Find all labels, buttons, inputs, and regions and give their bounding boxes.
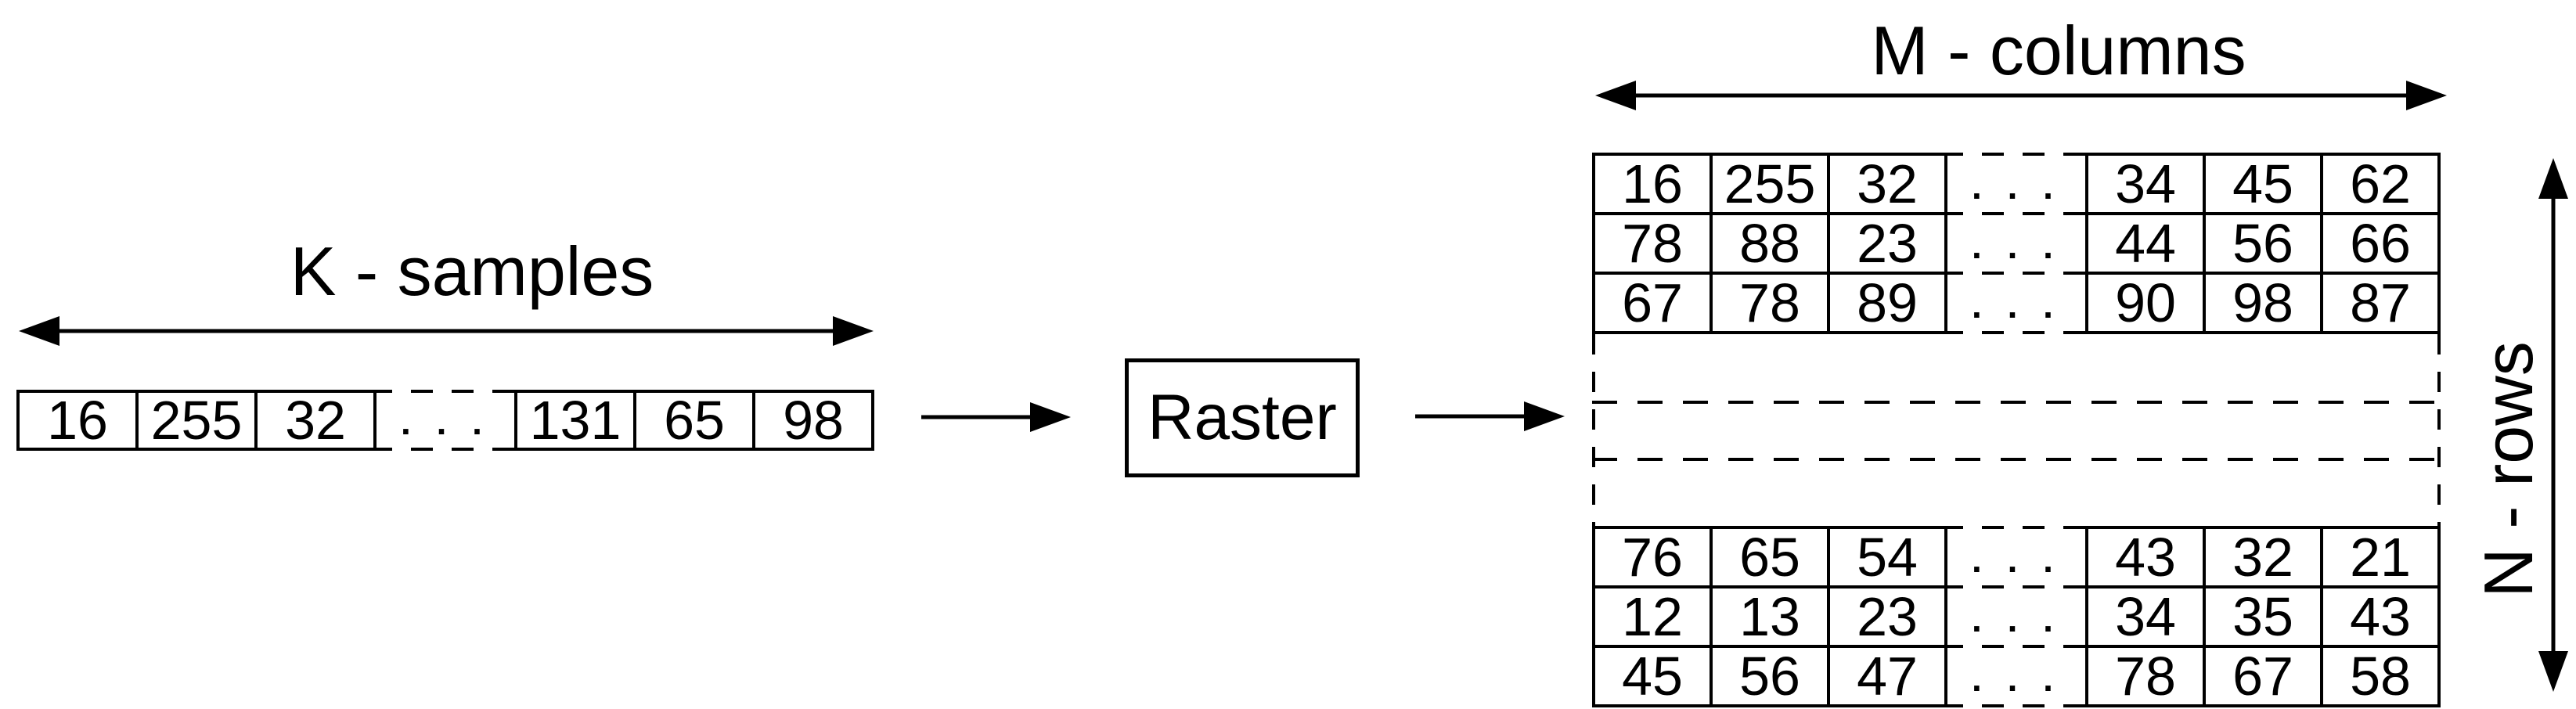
matrix-cell: 87	[2320, 272, 2441, 334]
matrix-cell: 45	[1592, 645, 1713, 707]
flow-arrow-right	[1415, 401, 1565, 431]
sample-cell: 65	[633, 390, 755, 451]
matrix-ellipsis-cell: . . .	[1941, 526, 2091, 588]
matrix-cell: 23	[1827, 585, 1947, 648]
ellipsis-dots: . . .	[1972, 658, 2061, 699]
matrix-cell: 66	[2320, 212, 2441, 275]
matrix-cell: 23	[1827, 212, 1947, 275]
ellipsis-dots: . . .	[1972, 225, 2061, 266]
matrix-row: 45 56 47 . . . 78 67 58	[1592, 645, 2441, 707]
matrix-cell: 32	[1827, 153, 1947, 215]
sample-cell: 16	[16, 390, 139, 451]
matrix-cell: 78	[1592, 212, 1713, 275]
raster-label: Raster	[1147, 382, 1337, 453]
matrix-cell: 58	[2320, 645, 2441, 707]
matrix-ellipsis-cell: . . .	[1941, 212, 2091, 275]
matrix-cell: 35	[2203, 585, 2323, 648]
ellipsis-dots: . . .	[1972, 166, 2061, 207]
ellipsis-dots: . . .	[1972, 285, 2061, 326]
matrix-cell: 78	[1710, 272, 1830, 334]
matrix-bottom-block: 76 65 54 . . . 43 32 21 12 13 23 . . . 3…	[1592, 526, 2441, 707]
m-columns-label: M - columns	[1871, 12, 2246, 89]
ellipsis-dots: . . .	[1972, 539, 2061, 580]
matrix-cell: 56	[2203, 212, 2323, 275]
k-samples-extent-arrow	[19, 316, 874, 346]
matrix-cell: 255	[1710, 153, 1830, 215]
ellipsis-dots: . . .	[1972, 599, 2061, 639]
n-rows-label: N - rows	[2470, 341, 2547, 598]
matrix-cell: 65	[1710, 526, 1830, 588]
matrix-cell: 21	[2320, 526, 2441, 588]
raster-box: Raster	[1125, 358, 1360, 477]
ellipsis-dots: . . .	[401, 401, 490, 442]
sample-cell: 255	[135, 390, 258, 451]
sample-cell: 32	[254, 390, 376, 451]
matrix-row: 16 255 32 . . . 34 45 62	[1592, 153, 2441, 215]
matrix-row: 78 88 23 . . . 44 56 66	[1592, 212, 2441, 275]
matrix-cell: 54	[1827, 526, 1947, 588]
matrix-cell: 88	[1710, 212, 1830, 275]
matrix-cell: 56	[1710, 645, 1830, 707]
sample-cell: 131	[514, 390, 636, 451]
matrix-cell: 43	[2320, 585, 2441, 648]
sample-cell: 98	[752, 390, 874, 451]
matrix-cell: 12	[1592, 585, 1713, 648]
matrix-row: 67 78 89 . . . 90 98 87	[1592, 272, 2441, 334]
matrix-cell: 90	[2085, 272, 2206, 334]
gap-dashed-line	[1592, 458, 2441, 461]
matrix-top-block: 16 255 32 . . . 34 45 62 78 88 23 . . . …	[1592, 153, 2441, 334]
matrix-ellipsis-cell: . . .	[1941, 153, 2091, 215]
matrix-cell: 78	[2085, 645, 2206, 707]
strip-ellipsis-cell: . . .	[370, 390, 521, 451]
matrix-row: 12 13 23 . . . 34 35 43	[1592, 585, 2441, 648]
sample-strip: 16 255 32 . . . 131 65 98	[16, 390, 874, 451]
matrix-cell: 44	[2085, 212, 2206, 275]
matrix-middle-gap	[1592, 334, 2441, 526]
n-rows-extent-arrow	[2538, 158, 2568, 692]
m-columns-extent-arrow	[1595, 81, 2447, 110]
matrix-ellipsis-cell: . . .	[1941, 272, 2091, 334]
matrix-ellipsis-cell: . . .	[1941, 645, 2091, 707]
matrix-row: 76 65 54 . . . 43 32 21	[1592, 526, 2441, 588]
matrix-cell: 16	[1592, 153, 1713, 215]
matrix-cell: 62	[2320, 153, 2441, 215]
flow-arrow-left	[921, 402, 1071, 432]
matrix-cell: 67	[1592, 272, 1713, 334]
k-samples-label: K - samples	[290, 232, 654, 310]
matrix-cell: 76	[1592, 526, 1713, 588]
gap-dashed-line	[1592, 401, 2441, 404]
matrix-cell: 98	[2203, 272, 2323, 334]
matrix-cell: 34	[2085, 153, 2206, 215]
matrix-cell: 34	[2085, 585, 2206, 648]
matrix-cell: 43	[2085, 526, 2206, 588]
matrix-cell: 67	[2203, 645, 2323, 707]
matrix-ellipsis-cell: . . .	[1941, 585, 2091, 648]
matrix-cell: 45	[2203, 153, 2323, 215]
matrix-cell: 89	[1827, 272, 1947, 334]
matrix-cell: 32	[2203, 526, 2323, 588]
matrix-cell: 13	[1710, 585, 1830, 648]
matrix-cell: 47	[1827, 645, 1947, 707]
